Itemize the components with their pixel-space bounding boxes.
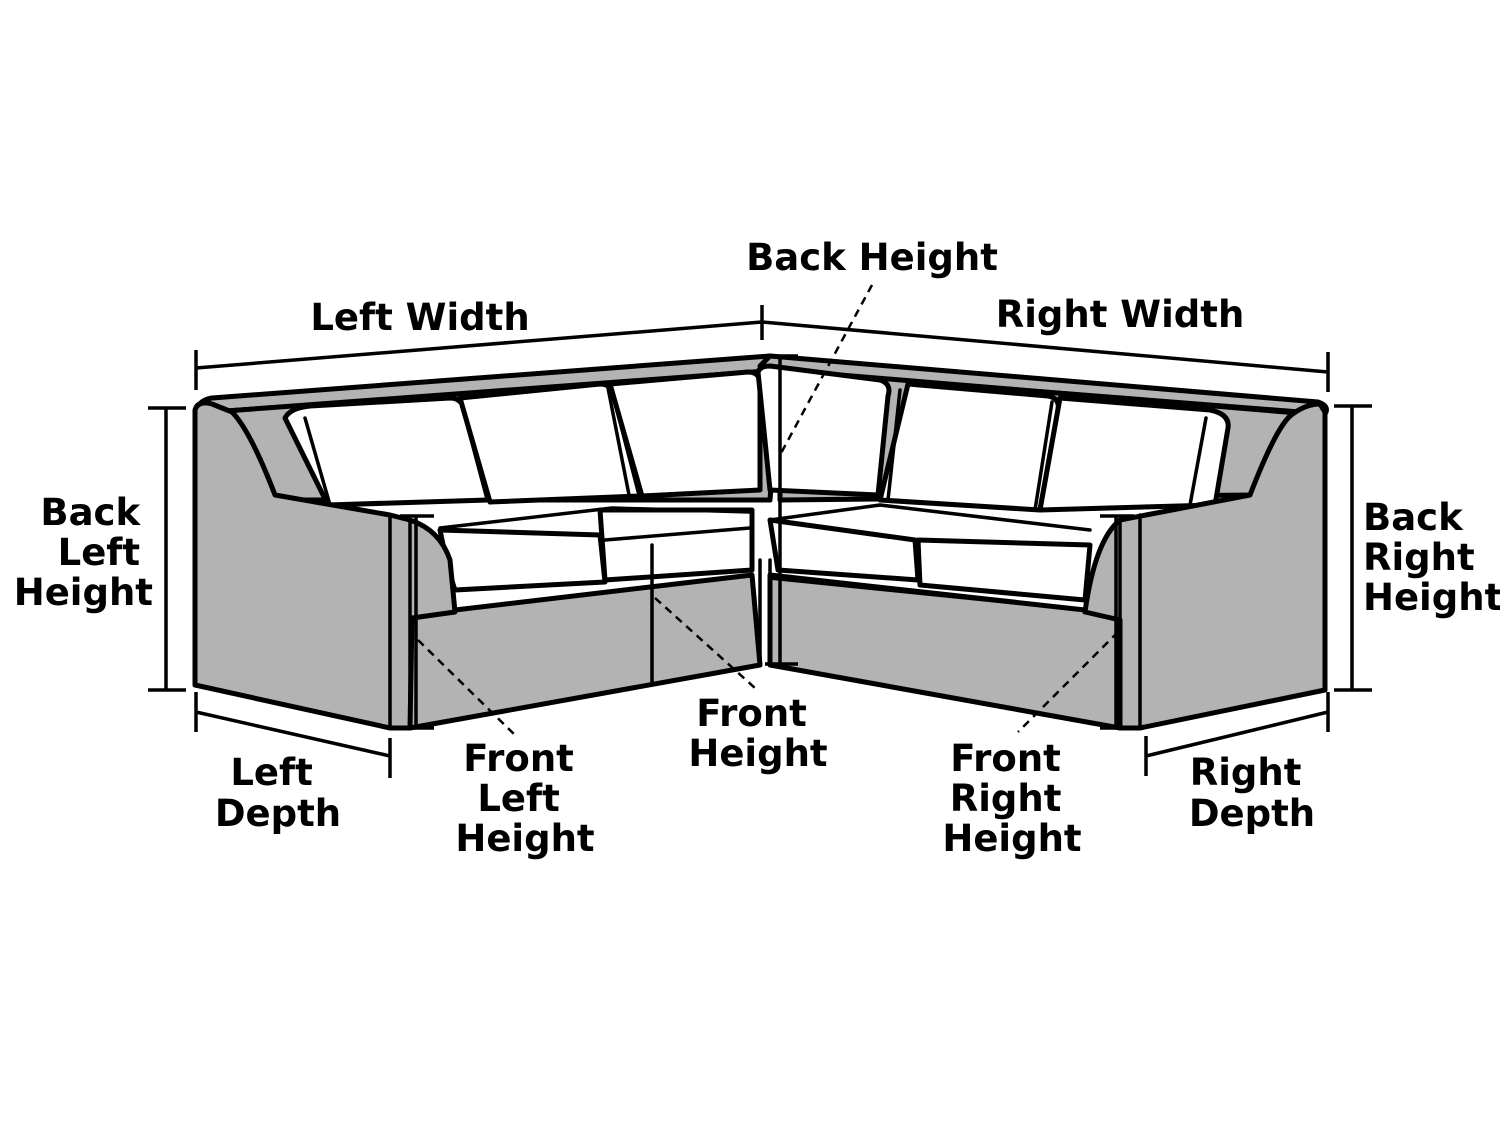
seat-cushion-right-1 [767,517,921,583]
back-height-leader [778,284,874,456]
back-cushion-right-2 [1037,395,1231,513]
seat-cushion-left-2 [597,507,755,583]
right-depth-dimension-line [1145,710,1329,758]
front-left-height-leader [417,639,519,739]
left-depth-label: Left Depth [215,751,341,835]
back-cushion-corner [755,363,892,498]
right-width-dimension-line [761,320,1329,374]
back-cushion-right-1 [877,381,1061,513]
front-height-leader [654,597,756,689]
back-height-label: Back Height [746,236,998,279]
left-depth-dimension-line [195,710,391,758]
seat-cushion-right-2 [915,537,1093,603]
front-height-label: Front Height [688,692,827,775]
back-left-height-label: Back Left Height [14,491,153,614]
front-left-height-label: Front Left Height [455,737,594,860]
dimension-lines [148,284,1372,778]
sofa-illustration [192,353,1329,731]
right-arm [1082,401,1328,731]
right-width-label: Right Width [996,293,1245,336]
seat-cushion-left-1 [437,527,608,593]
left-width-label: Left Width [310,296,529,339]
back-right-height-label: Back Right Height [1363,496,1500,619]
right-depth-label: Right Depth [1189,751,1315,835]
left-width-dimension-line [195,320,763,370]
labels: Left Width Right Width Back Height Back … [14,236,1500,860]
front-right-height-leader [1017,631,1119,733]
front-right-height-label: Front Right Height [942,737,1081,860]
